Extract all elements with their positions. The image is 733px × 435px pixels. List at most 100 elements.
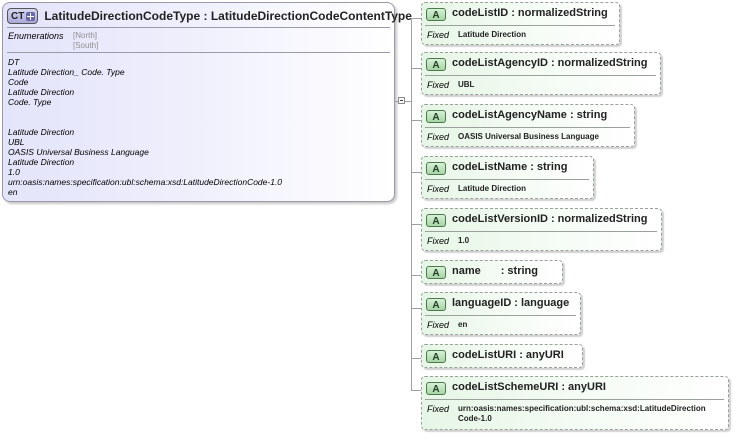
enumeration-divider <box>7 52 390 53</box>
attribute-divider <box>425 231 657 232</box>
fixed-label: Fixed <box>427 320 450 330</box>
complex-type-badge-label: CT <box>11 10 25 22</box>
attribute-type: normalizedString <box>557 57 648 69</box>
fixed-label: Fixed <box>427 184 450 194</box>
attribute-title: codeListAgencyName:string <box>452 109 608 121</box>
complex-type-box[interactable]: CT LatitudeDirectionCodeType : LatitudeD… <box>2 2 412 202</box>
enumeration-value: [South] <box>73 40 99 50</box>
attribute-name: codeListID <box>452 7 509 19</box>
attribute-code-list-uri[interactable]: A codeListURI:anyURI <box>421 344 583 368</box>
connector-branch <box>411 275 421 276</box>
attribute-icon: A <box>426 350 446 363</box>
enumeration-values: [North] [South] <box>73 31 98 50</box>
fixed-label: Fixed <box>427 80 450 90</box>
documentation-line: UBL <box>8 137 25 147</box>
complex-type-title: LatitudeDirectionCodeType : LatitudeDire… <box>44 9 412 23</box>
enumeration-value: [North] <box>73 31 98 40</box>
attribute-divider <box>425 25 615 26</box>
attribute-title: codeListID:normalizedString <box>452 7 608 19</box>
fixed-label: Fixed <box>427 404 450 414</box>
connector-branch <box>411 224 421 225</box>
attribute-code-list-version-id[interactable]: A codeListVersionID:normalizedString Fix… <box>421 208 662 251</box>
attribute-icon: A <box>426 382 446 395</box>
fixed-value: Latitude Direction <box>458 184 527 193</box>
connector-line <box>395 101 399 102</box>
connector-branch <box>411 308 421 309</box>
enumerations-label: Enumerations <box>8 31 64 41</box>
connector-branch <box>411 358 421 359</box>
attribute-divider <box>425 127 630 128</box>
attribute-type: string <box>576 109 608 121</box>
attribute-icon: A <box>426 298 446 311</box>
attribute-name: languageID <box>452 297 512 309</box>
documentation-line: Code <box>8 77 29 87</box>
attribute-code-list-id[interactable]: A codeListID:normalizedString Fixed Lati… <box>421 2 620 45</box>
connector-branch <box>411 120 421 121</box>
collapse-toggle-icon[interactable] <box>398 97 405 104</box>
attribute-title: codeListVersionID:normalizedString <box>452 213 648 225</box>
fixed-value: UBL <box>458 80 475 89</box>
complex-type-base: LatitudeDirectionCodeContentType <box>210 9 412 23</box>
attribute-icon: A <box>426 214 446 227</box>
attribute-divider <box>425 75 656 76</box>
attribute-icon: A <box>426 110 446 123</box>
attribute-type: string <box>507 265 538 277</box>
attribute-language-id[interactable]: A languageID:language Fixed en <box>421 292 581 335</box>
connector-branch <box>411 172 421 173</box>
attribute-name: codeListVersionID <box>452 213 548 225</box>
attribute-name: codeListAgencyName <box>452 109 567 121</box>
attribute-divider <box>425 179 589 180</box>
attribute-divider <box>425 315 576 316</box>
attribute-code-list-agency-id[interactable]: A codeListAgencyID:normalizedString Fixe… <box>421 52 661 95</box>
fixed-value: urn:oasis:names:specification:ubl:schema… <box>458 404 706 423</box>
attribute-code-list-scheme-uri[interactable]: A codeListSchemeURI:anyURI Fixed urn:oas… <box>421 376 729 430</box>
complex-type-header: CT LatitudeDirectionCodeType : LatitudeD… <box>7 6 412 26</box>
documentation-line: OASIS Universal Business Language <box>8 147 149 157</box>
attribute-name: codeListName <box>452 161 528 173</box>
attribute-title: codeListAgencyID:normalizedString <box>452 57 648 69</box>
connector-trunk <box>411 18 412 390</box>
complex-type-badge: CT <box>7 8 39 24</box>
fixed-label: Fixed <box>427 236 450 246</box>
fixed-value: en <box>458 320 468 329</box>
documentation-line: Latitude Direction <box>8 157 75 167</box>
attribute-name: codeListAgencyID <box>452 57 548 69</box>
attribute-name-field[interactable]: A name:string <box>421 260 563 284</box>
fixed-value: OASIS Universal Business Language <box>458 132 599 141</box>
attribute-type: normalizedString <box>557 213 648 225</box>
documentation-line: Code. Type <box>8 97 52 107</box>
documentation-block: DT Latitude Direction_ Code. Type Code L… <box>8 57 282 197</box>
attribute-type: string <box>536 161 568 173</box>
expand-plus-icon <box>26 11 36 21</box>
documentation-line: en <box>8 187 18 197</box>
attribute-name: codeListSchemeURI <box>452 381 559 393</box>
connector-branch <box>411 390 421 391</box>
attribute-icon: A <box>426 58 446 71</box>
attribute-name: codeListURI <box>452 349 517 361</box>
documentation-line: Latitude Direction <box>8 127 75 137</box>
documentation-line: DT <box>8 57 20 67</box>
attribute-title: codeListSchemeURI:anyURI <box>452 381 606 393</box>
complex-type-name: LatitudeDirectionCodeType <box>44 9 201 23</box>
header-divider <box>7 27 390 28</box>
attribute-icon: A <box>426 8 446 21</box>
attribute-title: codeListName:string <box>452 161 568 173</box>
attribute-type: anyURI <box>525 349 564 361</box>
attribute-name: name <box>452 265 481 277</box>
fixed-value: 1.0 <box>458 236 470 245</box>
connector-branch <box>411 68 421 69</box>
attribute-icon: A <box>426 162 446 175</box>
attribute-code-list-name[interactable]: A codeListName:string Fixed Latitude Dir… <box>421 156 594 199</box>
attribute-divider <box>425 399 724 400</box>
documentation-line: urn:oasis:names:specification:ubl:schema… <box>8 177 283 187</box>
attribute-icon: A <box>426 266 446 279</box>
connector-branch <box>411 18 421 19</box>
attribute-title: name:string <box>452 265 538 277</box>
fixed-value: Latitude Direction <box>458 30 527 39</box>
attribute-type: anyURI <box>568 381 606 393</box>
attribute-code-list-agency-name[interactable]: A codeListAgencyName:string Fixed OASIS … <box>421 104 635 147</box>
attribute-title: languageID:language <box>452 297 570 309</box>
attribute-type: normalizedString <box>517 7 608 19</box>
documentation-line: Latitude Direction <box>8 87 75 97</box>
fixed-label: Fixed <box>427 132 450 142</box>
